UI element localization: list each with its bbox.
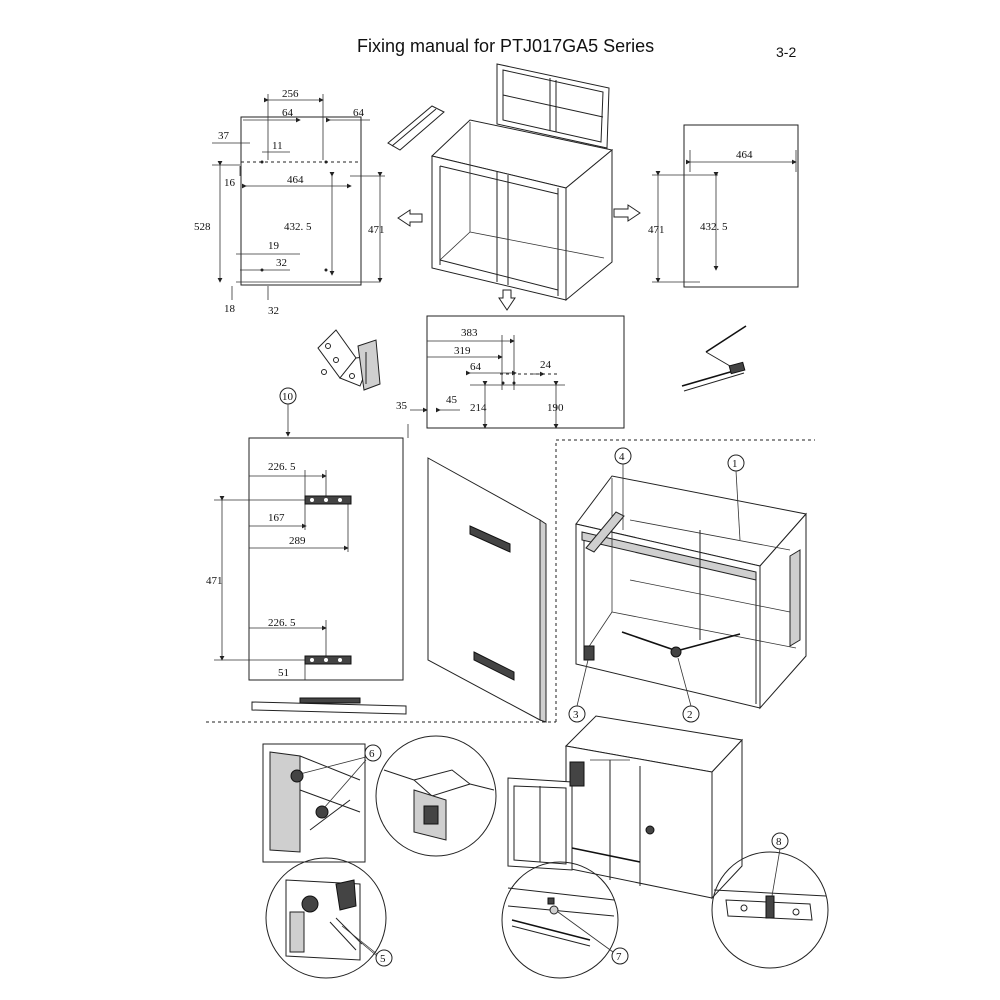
dim-18: 18 (224, 303, 236, 315)
bottom-panel-drawing: 383 319 64 24 35 45 214 190 (396, 315, 625, 438)
dim-464-right: 464 (736, 149, 753, 161)
dashed-separator (206, 439, 815, 723)
dim-226-5-b: 226. 5 (268, 617, 296, 629)
callout-2: 2 (687, 709, 693, 721)
dim-226-5-a: 226. 5 (268, 461, 296, 473)
dim-471: 471 (368, 224, 385, 236)
hinge-bracket-part (317, 329, 381, 391)
cabinet-carcass (430, 119, 614, 302)
callout-8: 8 (776, 836, 782, 848)
callout-3: 3 (573, 709, 579, 721)
dim-24: 24 (540, 359, 552, 371)
dim-528: 528 (194, 221, 211, 233)
explode-arrows (397, 204, 641, 311)
door-perspective (427, 457, 547, 723)
detail-corner-circle (375, 735, 497, 857)
dim-11: 11 (272, 140, 283, 152)
door-panel-drawing: 10 226. 5 167 289 471 226. 5 51 (206, 387, 407, 715)
dim-32-b: 32 (268, 305, 279, 317)
detail-8-screw: 8 (711, 832, 829, 969)
callout-7: 7 (616, 951, 622, 963)
dim-432-5: 432. 5 (284, 221, 312, 233)
dim-35: 35 (396, 400, 408, 412)
dim-32-a: 32 (276, 257, 287, 269)
dim-19: 19 (268, 240, 280, 252)
callout-10: 10 (282, 391, 294, 403)
dim-464: 464 (287, 174, 304, 186)
right-side-panel-drawing: 464 471 432. 5 (648, 124, 799, 288)
dim-256: 256 (282, 88, 299, 100)
callout-5: 5 (380, 953, 386, 965)
dim-16: 16 (224, 177, 236, 189)
dim-471-right: 471 (648, 224, 665, 236)
dim-383: 383 (461, 327, 478, 339)
detail-7-runner: 7 (501, 861, 629, 979)
dim-64-bottom: 64 (470, 361, 482, 373)
top-rail-part (387, 105, 445, 151)
callout-6: 6 (369, 748, 375, 760)
dim-432-5-right: 432. 5 (700, 221, 728, 233)
dim-319: 319 (454, 345, 471, 357)
dim-214: 214 (470, 402, 487, 414)
pull-out-arm-part (681, 325, 747, 392)
dim-471-door: 471 (206, 575, 223, 587)
dim-190: 190 (547, 402, 564, 414)
back-frame-part (496, 63, 610, 149)
right-side-panel (683, 124, 799, 288)
left-side-panel (240, 116, 362, 286)
dim-37: 37 (218, 130, 230, 142)
callout-1: 1 (732, 458, 738, 470)
dim-64-a: 64 (282, 107, 294, 119)
page-title: Fixing manual for PTJ017GA5 Series (357, 36, 655, 56)
assembled-cabinet: 4 1 3 2 (568, 447, 807, 723)
dim-51: 51 (278, 667, 289, 679)
detail-6-hinge: 6 (262, 743, 382, 863)
left-side-panel-drawing: 256 64 64 37 11 16 464 528 432. 5 471 19… (194, 88, 385, 317)
dim-289: 289 (289, 535, 306, 547)
dim-64-b: 64 (353, 107, 365, 119)
callout-4: 4 (619, 451, 625, 463)
dim-45: 45 (446, 394, 458, 406)
page-number: 3-2 (776, 44, 797, 60)
dim-167: 167 (268, 512, 285, 524)
bottom-panel (426, 315, 625, 429)
pull-out-drawer-view (507, 715, 744, 900)
detail-5-bracket: 5 (265, 857, 393, 979)
